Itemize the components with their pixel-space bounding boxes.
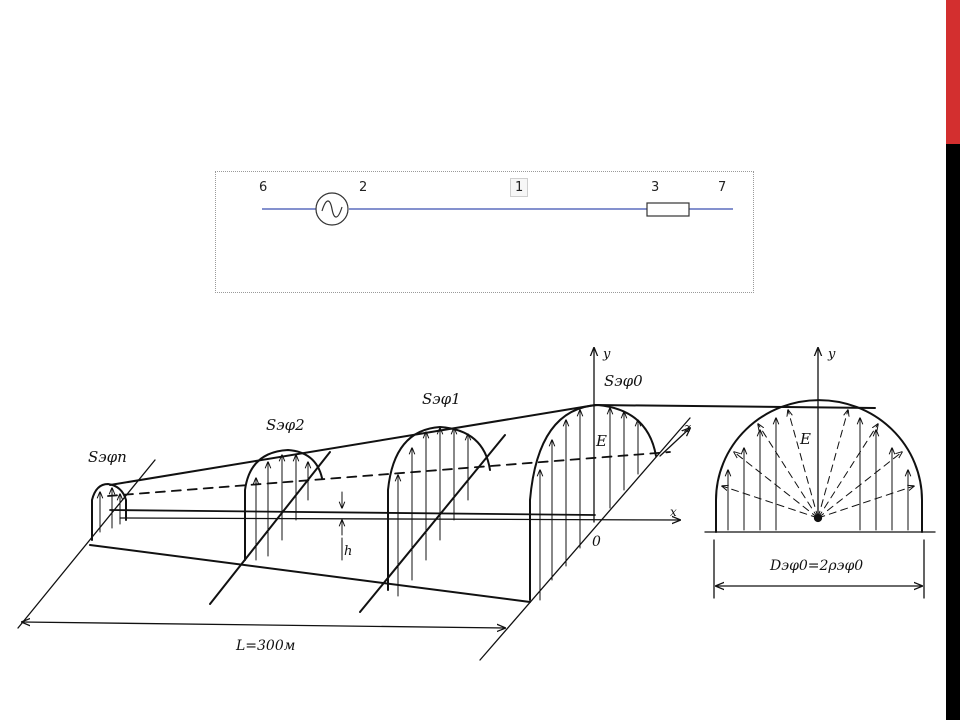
label-z-axis: z	[683, 421, 691, 436]
label-s-1: Sэφ1	[422, 390, 461, 408]
field-arch-n	[91, 482, 127, 541]
label-s-2: Sэφ2	[266, 416, 305, 434]
slide-sidebar	[946, 0, 960, 720]
ac-source-icon	[315, 192, 349, 226]
envelope-lines	[17, 404, 876, 661]
length-dimension	[22, 622, 505, 628]
label-x-axis: x	[670, 505, 677, 519]
node-label-2: 2	[359, 180, 368, 195]
node-label-1: 1	[510, 178, 529, 197]
label-y-axis: y	[602, 347, 611, 362]
label-origin: 0	[592, 534, 601, 550]
schematic-frame	[215, 171, 754, 293]
label-field-e-right: E	[799, 430, 811, 448]
slide-accent-bar	[946, 0, 960, 144]
node-label-3: 3	[651, 180, 660, 195]
diameter-dimension	[713, 539, 925, 599]
field-distribution-diagram: Sэφn Sэφ2 Sэφ1 Sэφ0 y y z x 0 E E h L=30…	[17, 347, 936, 661]
label-y-axis-right: y	[827, 347, 836, 362]
label-height: h	[344, 544, 352, 559]
node-label-6: 6	[259, 180, 268, 195]
label-field-e: E	[595, 432, 607, 450]
resistor-icon	[646, 202, 690, 217]
label-diameter: Dэφ0=2ρэφ0	[769, 558, 863, 574]
label-length: L=300м	[235, 638, 295, 654]
label-s-n: Sэφn	[88, 448, 127, 466]
field-arch-1	[387, 425, 491, 597]
field-arch-2	[244, 448, 323, 561]
cross-section-semicircle	[715, 399, 923, 533]
field-arch-0	[529, 403, 657, 601]
axis-lines	[107, 348, 936, 533]
node-label-7: 7	[718, 180, 727, 195]
label-s-0: Sэφ0	[604, 372, 643, 390]
